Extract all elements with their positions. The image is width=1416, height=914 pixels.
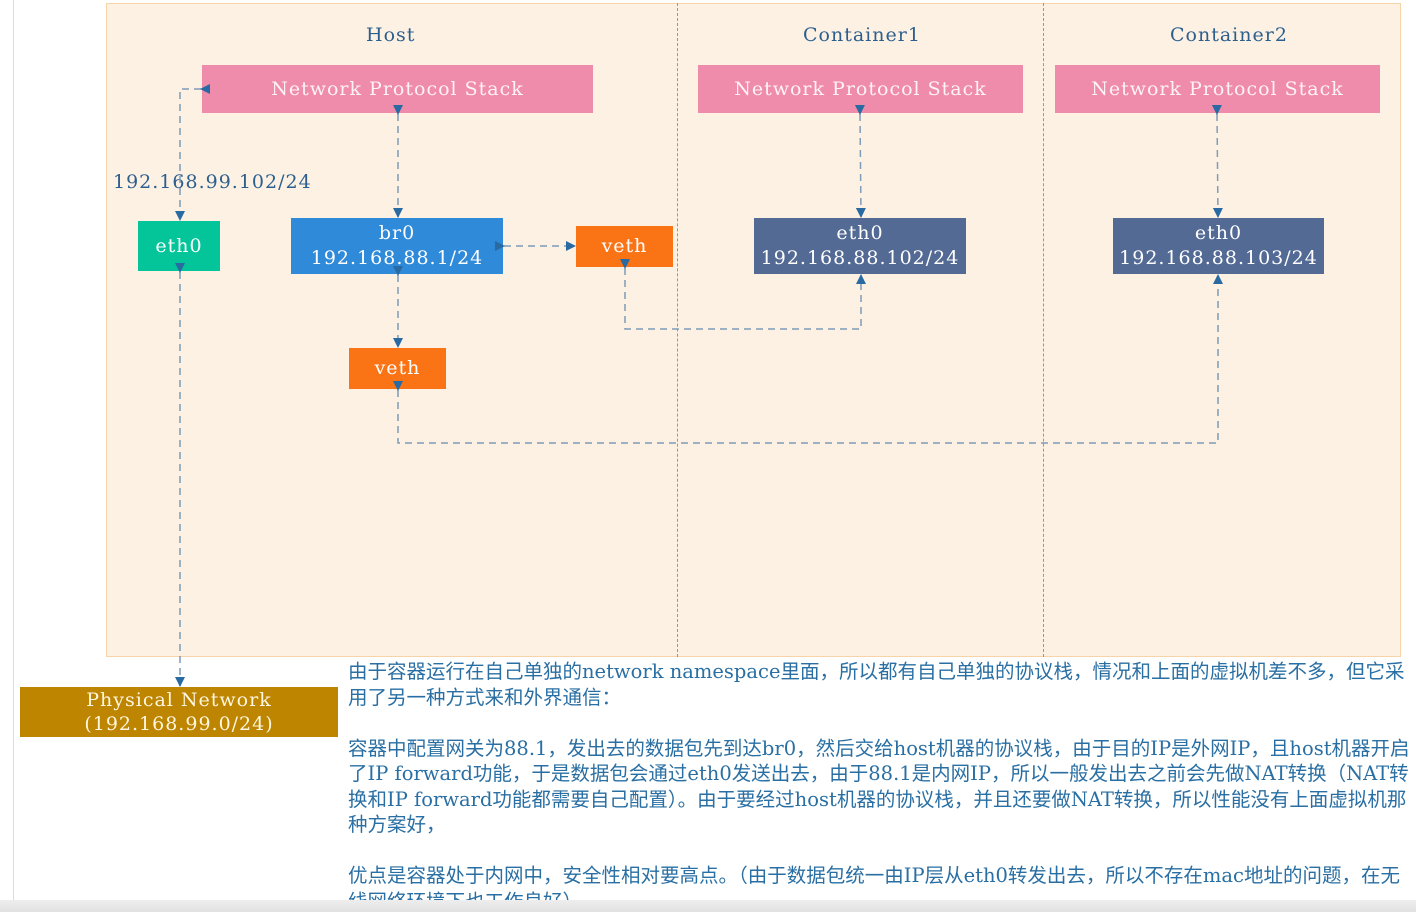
container2-eth0: eth0 192.168.88.103/24 [1113,218,1324,274]
section-title-container1: Container1 [803,24,921,46]
namespace-separator-host-container1 [677,3,678,657]
description-paragraph-1: 由于容器运行在自己单独的network namespace里面，所以都有自己单独… [348,660,1405,709]
physical-network-name: Physical Network [86,689,272,711]
bridge-br0: br0 192.168.88.1/24 [291,218,503,274]
container2-eth0-name: eth0 [1194,222,1243,244]
host-network-protocol-stack: Network Protocol Stack [202,65,593,113]
description-paragraph-2: 容器中配置网关为88.1，发出去的数据包先到达br0，然后交给host机器的协议… [348,736,1410,837]
container1-eth0-name: eth0 [836,222,884,244]
veth-container1-pair: veth [576,226,673,267]
host-eth0-label: eth0 [155,234,203,257]
bridge-ip: 192.168.88.1/24 [310,247,484,269]
host-eth0-interface: eth0 [138,221,220,271]
container2-stack-label: Network Protocol Stack [1091,77,1344,100]
veth-bottom-label: veth [374,357,421,379]
page-left-border [13,0,14,912]
host-stack-label: Network Protocol Stack [271,77,524,100]
container2-network-protocol-stack: Network Protocol Stack [1055,65,1380,113]
veth-right-label: veth [601,235,648,257]
section-title-host: Host [366,24,416,46]
description-text: 由于容器运行在自己单独的network namespace里面，所以都有自己单独… [348,659,1413,914]
namespace-separator-container1-container2 [1043,3,1044,657]
container1-stack-label: Network Protocol Stack [734,77,987,100]
veth-container2-pair: veth [349,348,446,389]
container1-eth0: eth0 192.168.88.102/24 [754,218,966,274]
container1-eth0-ip: 192.168.88.102/24 [760,247,960,269]
physical-network-cidr: (192.168.99.0/24) [84,713,274,735]
physical-network: Physical Network (192.168.99.0/24) [20,687,338,737]
bottom-scroll-edge [0,900,1416,912]
section-title-container2: Container2 [1170,24,1288,46]
bridge-name: br0 [378,222,416,244]
container2-eth0-ip: 192.168.88.103/24 [1119,247,1318,269]
container1-network-protocol-stack: Network Protocol Stack [698,65,1023,113]
host-eth0-ip-label: 192.168.99.102/24 [113,171,312,193]
